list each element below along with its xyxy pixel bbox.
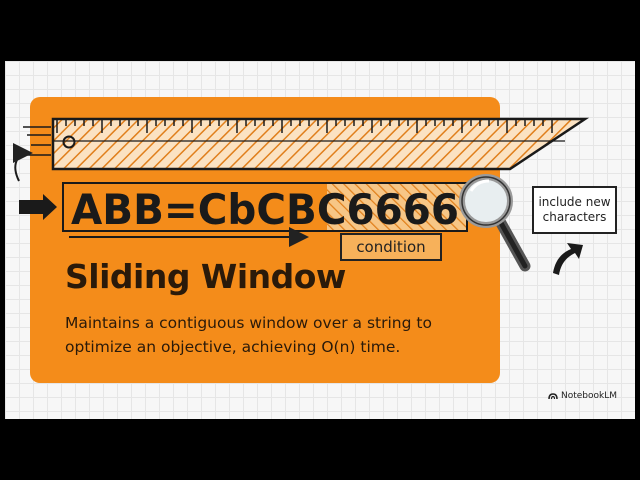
callout-note: include new characters <box>532 186 617 234</box>
brand-name: NotebookLM <box>560 391 617 401</box>
pointer-arrow-icon <box>19 194 57 220</box>
window-highlight <box>327 183 467 231</box>
brand-logo: NotebookLM <box>548 391 617 401</box>
condition-label: condition <box>340 233 442 261</box>
curved-arrow-icon <box>12 143 33 182</box>
sequence-text: ABB=CbCBC6666 <box>71 185 459 234</box>
up-arrow-icon <box>553 243 583 275</box>
magnifying-glass-icon <box>459 174 531 272</box>
sliding-window-illustration: ABB=CbCBC6666 <box>12 117 590 275</box>
ruler <box>23 117 590 171</box>
page-title: Sliding Window <box>65 257 346 296</box>
page-description: Maintains a contiguous window over a str… <box>65 314 432 356</box>
slide: ABB=CbCBC6666 Sliding Window Maintains a… <box>5 61 635 419</box>
notebooklm-logo-icon <box>548 392 558 399</box>
